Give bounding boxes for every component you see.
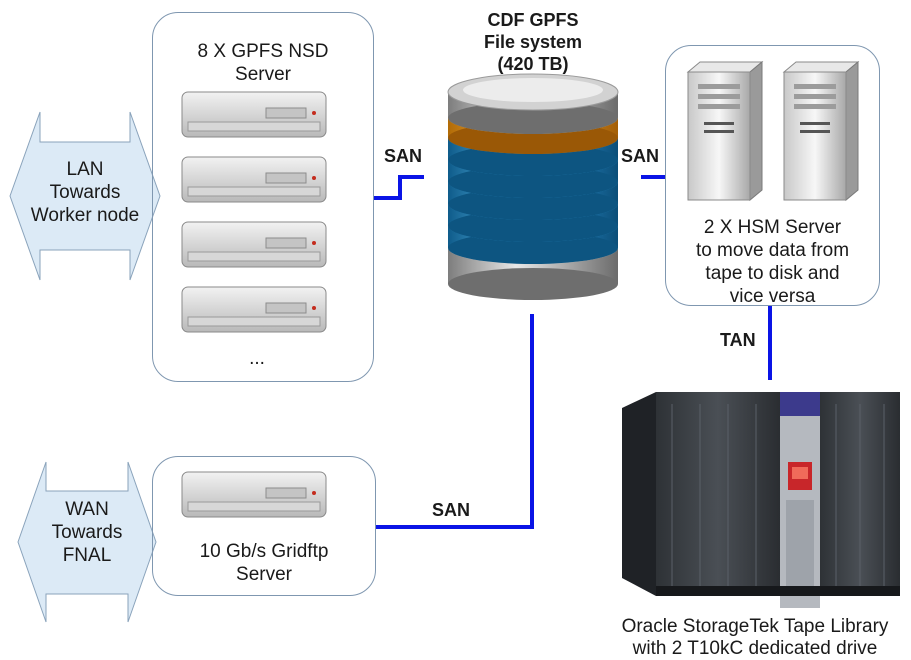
tape-library-caption-line1: Oracle StorageTek Tape Library bbox=[621, 616, 889, 637]
database-icon bbox=[447, 73, 619, 300]
lan-label-line1: LAN bbox=[66, 159, 104, 180]
gridftp-server-icon bbox=[181, 471, 327, 518]
gridftp-server-box bbox=[152, 456, 376, 596]
hsm-server-box bbox=[665, 45, 880, 306]
san-link-left bbox=[374, 175, 424, 200]
filesystem-title-line1: CDF GPFS bbox=[487, 10, 579, 30]
filesystem-title-line3: (420 TB) bbox=[497, 54, 569, 74]
san-label-left: SAN bbox=[384, 146, 423, 166]
hsm-label-line3: tape to disk and bbox=[705, 263, 840, 284]
nsd-server-stack bbox=[181, 91, 327, 333]
hsm-server-towers bbox=[686, 60, 860, 202]
filesystem-title-line2: File system bbox=[483, 32, 583, 52]
tape-library-icon bbox=[622, 392, 900, 608]
lan-label-line2: Towards bbox=[49, 182, 121, 203]
lan-arrow bbox=[9, 111, 161, 281]
san-link-bottom bbox=[376, 314, 534, 529]
nsd-box-title-line1: 8 X GPFS NSD bbox=[197, 41, 329, 62]
lan-label-line3: Worker node bbox=[30, 205, 140, 226]
nsd-box-title-line2: Server bbox=[235, 64, 291, 85]
san-label-right: SAN bbox=[621, 146, 660, 166]
nsd-box-ellipsis: ... bbox=[249, 348, 265, 369]
wan-arrow bbox=[17, 461, 157, 623]
nsd-server-box bbox=[152, 12, 374, 382]
hsm-label-line1: 2 X HSM Server bbox=[703, 217, 842, 238]
tape-library-caption-line2: with 2 T10kC dedicated drive bbox=[632, 638, 878, 659]
gridftp-label-line2: Server bbox=[236, 564, 292, 585]
hsm-label-line2: to move data from bbox=[695, 240, 850, 261]
wan-label-line2: Towards bbox=[51, 522, 123, 543]
san-links bbox=[374, 175, 772, 529]
hsm-label-line4: vice versa bbox=[729, 286, 816, 307]
san-label-bottom: SAN bbox=[432, 500, 471, 520]
wan-label-line3: FNAL bbox=[62, 545, 112, 566]
wan-label-line1: WAN bbox=[65, 499, 109, 520]
gridftp-label-line1: 10 Gb/s Gridftp bbox=[199, 541, 329, 562]
tan-label: TAN bbox=[720, 330, 756, 350]
